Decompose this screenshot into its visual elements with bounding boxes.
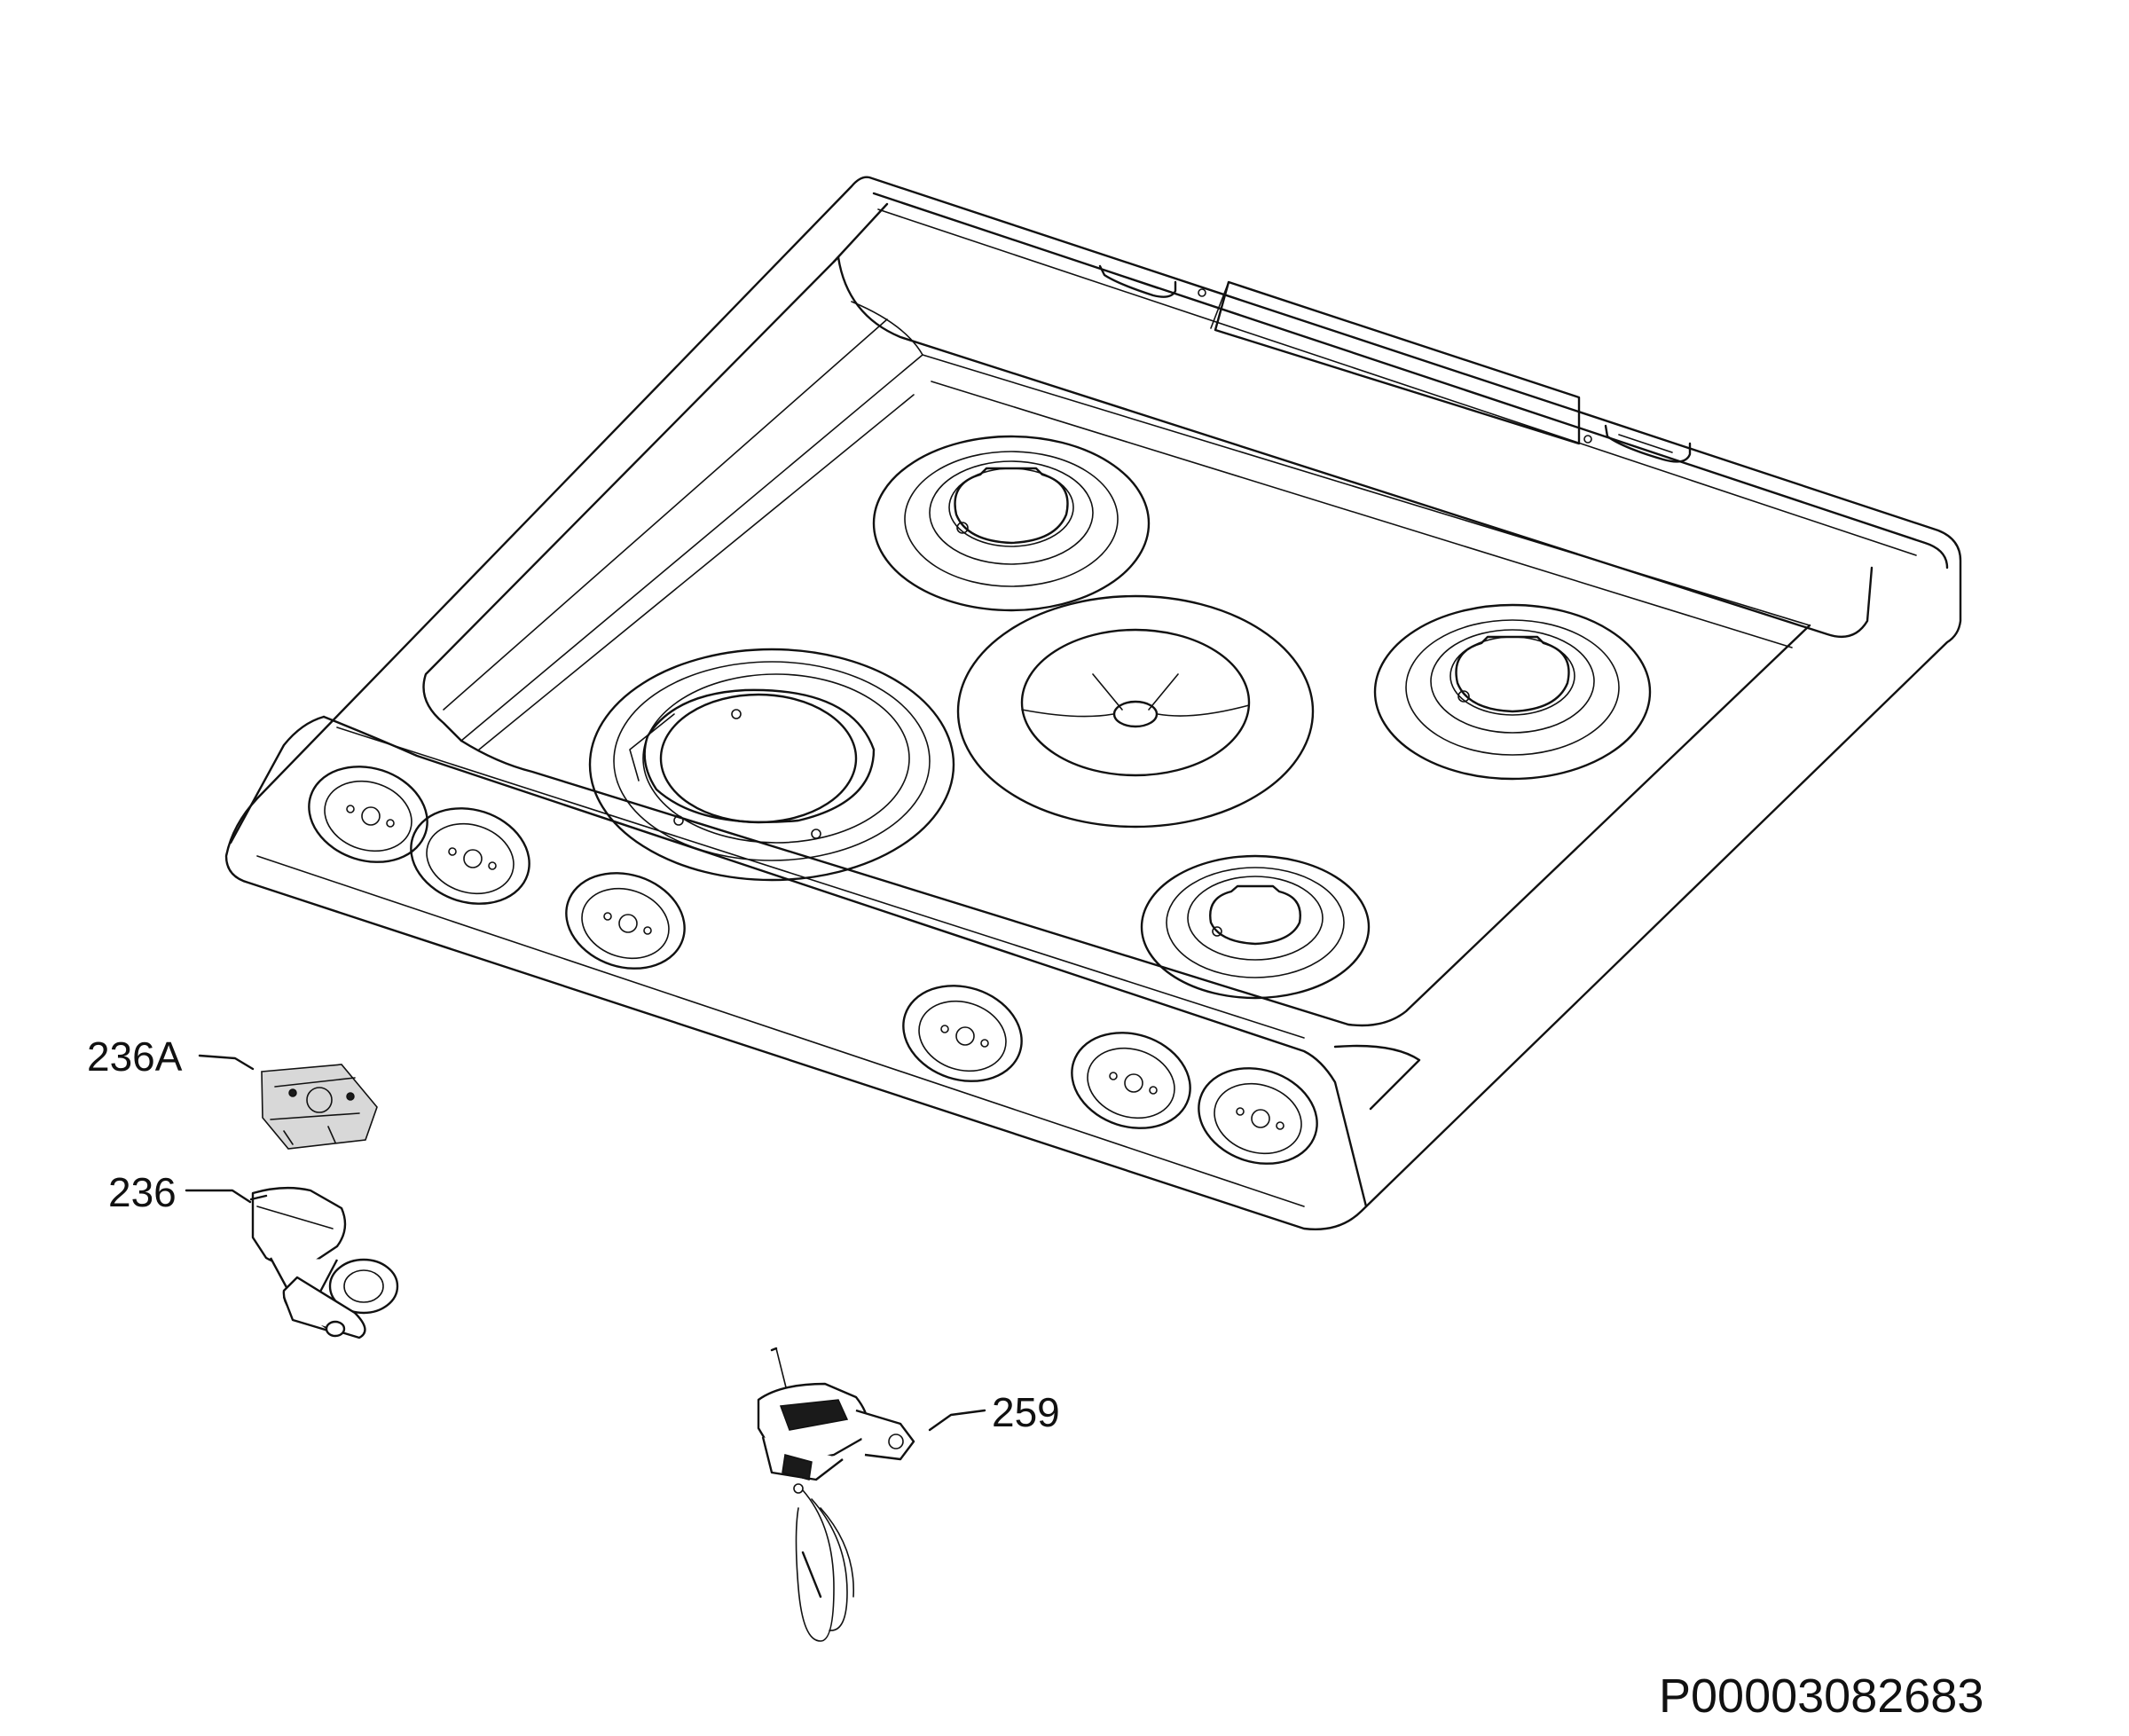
- leader-259: [928, 1409, 986, 1432]
- burner-well-front-right: [1140, 854, 1371, 1000]
- callout-236A: 236A: [87, 1033, 183, 1080]
- knob-recess-2: [410, 807, 530, 905]
- part-236-gas-tap: [249, 1186, 399, 1339]
- burner-well-rear-left: [872, 435, 1151, 612]
- part-236A-clip: [261, 1064, 378, 1150]
- part-259-thermostat-tap: [757, 1347, 915, 1642]
- knob-recess-5: [1071, 1032, 1191, 1129]
- callout-259: 259: [992, 1389, 1060, 1435]
- leader-236A: [198, 1054, 255, 1071]
- drawing-code: P00003082683: [1659, 1669, 1984, 1723]
- knob-recess-6: [1198, 1067, 1318, 1165]
- burner-well-center: [956, 594, 1315, 829]
- leader-236: [185, 1189, 252, 1204]
- callout-236: 236: [108, 1169, 177, 1215]
- knob-recess-1: [308, 766, 428, 863]
- burner-well-rear-right: [1373, 603, 1652, 781]
- knob-recess-4: [902, 985, 1023, 1082]
- knob-recess-3: [565, 872, 686, 970]
- burner-well-front-left: [588, 648, 955, 882]
- hob-top: [224, 176, 1962, 1230]
